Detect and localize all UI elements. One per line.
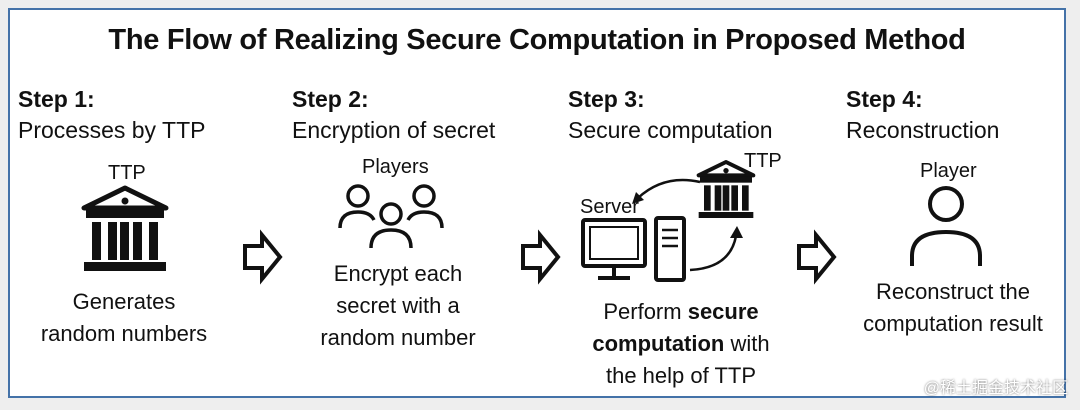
- step4-desc-line1: Reconstruct the: [875, 279, 1031, 304]
- footer-watermark: @稀土掘金技术社区: [923, 380, 1068, 397]
- step3-desc-bold: secure: [687, 299, 759, 324]
- arrow-icon: [797, 229, 837, 285]
- diagram-frame: The Flow of Realizing Secure Computation…: [8, 8, 1066, 398]
- step3-description: Perform secure computation with the help…: [562, 296, 800, 392]
- step1-description: Generates random numbers: [14, 286, 234, 350]
- computer-icon: [581, 216, 686, 282]
- curved-arrow-icon: [632, 178, 701, 204]
- arrow-icon: [243, 229, 283, 285]
- step2-desc-line3: random number: [320, 325, 476, 350]
- step1-subtitle: Processes by TTP: [18, 117, 206, 143]
- step1-ttp-label: TTP: [108, 162, 146, 184]
- step2-subtitle: Encryption of secret: [292, 117, 496, 143]
- step4-heading: Step 4:: [846, 86, 923, 112]
- curved-arrow-icon: [689, 226, 743, 272]
- step4-desc-line2: computation result: [863, 311, 1043, 336]
- step2-desc-line1: Encrypt each: [333, 261, 463, 286]
- step3-subtitle: Secure computation: [568, 117, 773, 143]
- step2-heading: Step 2:: [292, 86, 369, 112]
- bank-icon: [81, 185, 169, 271]
- players-icon: [338, 184, 444, 249]
- step3-desc-text: Perform: [603, 299, 688, 324]
- step2-description: Encrypt each secret with a random number: [298, 258, 498, 354]
- step3-desc-line1: Perform secure: [562, 296, 800, 328]
- person-icon: [910, 186, 982, 266]
- step3-desc-text: with: [724, 331, 770, 356]
- step1-heading: Step 1:: [18, 86, 95, 112]
- step1-desc-line1: Generates: [72, 289, 176, 314]
- step3-desc-line3: the help of TTP: [605, 363, 756, 388]
- arrow-icon: [521, 229, 561, 285]
- step2-desc-line2: secret with a: [336, 293, 460, 318]
- step2-players-label: Players: [362, 156, 429, 178]
- diagram-title: The Flow of Realizing Secure Computation…: [108, 24, 966, 56]
- step4-player-label: Player: [920, 160, 977, 182]
- step3-desc-line2: computation with: [562, 328, 800, 360]
- step3-server-label: Server: [580, 196, 639, 218]
- step4-subtitle: Reconstruction: [846, 117, 1000, 143]
- step3-heading: Step 3:: [568, 86, 645, 112]
- bank-icon: [696, 160, 756, 218]
- step3-ttp-label: TTP: [744, 150, 782, 172]
- step4-description: Reconstruct the computation result: [840, 276, 1066, 340]
- step3-desc-bold: computation: [592, 331, 725, 356]
- step1-desc-line2: random numbers: [40, 321, 208, 346]
